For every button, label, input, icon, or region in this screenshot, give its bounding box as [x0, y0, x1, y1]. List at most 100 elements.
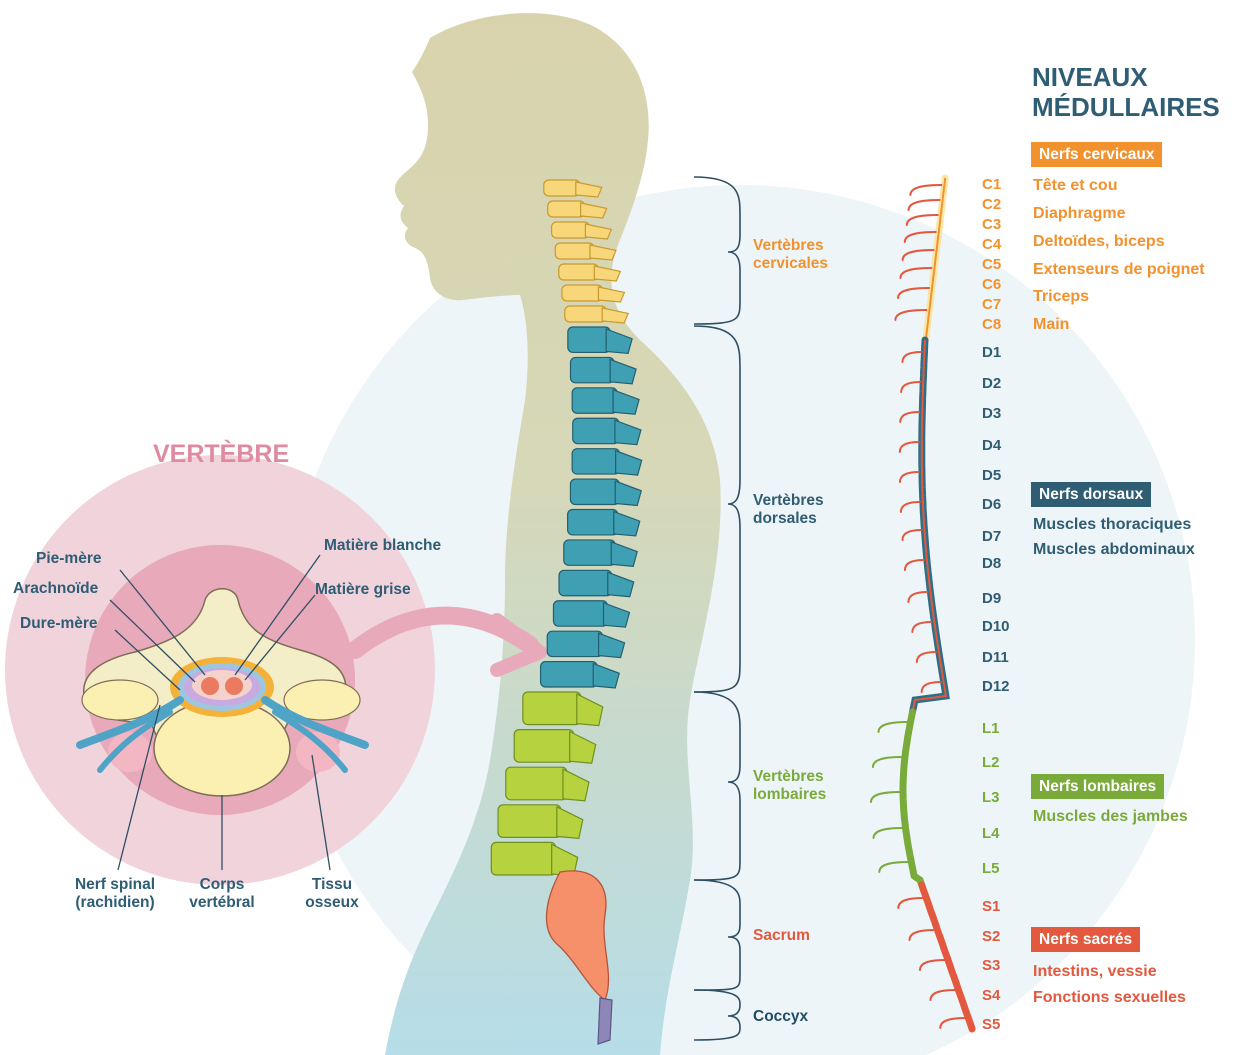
levels-title: NIVEAUX MÉDULLAIRES	[1032, 62, 1220, 122]
cervical-vertebra	[562, 285, 603, 301]
level-dorsal-3: D3	[982, 405, 1001, 422]
dorsal-vertebra	[541, 662, 598, 687]
cervical-vertebra	[565, 306, 606, 322]
nerve-root	[910, 185, 941, 195]
segment-dorsal-line1: Vertèbres	[753, 492, 824, 510]
dorsal-vertebra	[568, 510, 618, 535]
header-sacral: Nerfs sacrés	[1031, 927, 1140, 952]
dorsal-vertebra	[553, 601, 607, 626]
spinal-nerve-line2: (rachidien)	[60, 894, 170, 912]
dorsal-vertebra	[547, 631, 602, 656]
vertebra-title: VERTÈBRE	[153, 440, 289, 469]
coccyx-bone	[598, 998, 612, 1044]
bone-tissue-line2: osseux	[297, 894, 367, 912]
segment-cervical-line2: cervicales	[753, 255, 828, 273]
level-dorsal-2: D2	[982, 375, 1001, 392]
lumbar-vertebra	[523, 692, 581, 725]
dorsal-vertebra	[571, 357, 615, 382]
label-bone-tissue: Tissu osseux	[297, 876, 367, 912]
segment-lumbar-line1: Vertèbres	[753, 768, 826, 786]
dorsal-vertebra	[568, 327, 610, 352]
level-sacral-3: S3	[982, 957, 1000, 974]
function-cervical-1: Tête et cou	[1033, 176, 1117, 195]
lumbar-vertebra	[514, 730, 574, 763]
dorsal-vertebra	[572, 449, 620, 474]
levels-title-line1: NIVEAUX	[1032, 62, 1220, 92]
level-dorsal-1: D1	[982, 344, 1001, 361]
function-sacral-1: Intestins, vessie	[1033, 962, 1157, 981]
lumbar-vertebra	[498, 805, 561, 838]
header-dorsal: Nerfs dorsaux	[1031, 482, 1151, 507]
lumbar-vertebra	[506, 767, 567, 800]
level-cervical-7: C7	[982, 296, 1001, 313]
cervical-vertebra	[555, 243, 594, 259]
level-lumbar-1: L1	[982, 720, 1000, 737]
level-lumbar-3: L3	[982, 789, 1000, 806]
header-cervical: Nerfs cervicaux	[1031, 142, 1162, 167]
function-cervical-2: Diaphragme	[1033, 204, 1125, 223]
level-dorsal-11: D11	[982, 649, 1009, 666]
levels-title-line2: MÉDULLAIRES	[1032, 92, 1220, 122]
function-dorsal-1: Muscles thoraciques	[1033, 515, 1191, 534]
cervical-vertebra	[544, 180, 580, 196]
nerve-root	[909, 200, 940, 210]
level-cervical-5: C5	[982, 256, 1001, 273]
cervical-vertebra	[559, 264, 599, 280]
dorsal-vertebra	[573, 418, 619, 443]
dorsal-vertebra	[559, 570, 612, 595]
level-cervical-8: C8	[982, 316, 1001, 333]
cervical-vertebra	[552, 222, 590, 238]
level-sacral-2: S2	[982, 928, 1000, 945]
level-cervical-4: C4	[982, 236, 1001, 253]
level-cervical-6: C6	[982, 276, 1001, 293]
function-lumbar-1: Muscles des jambes	[1033, 807, 1188, 826]
label-spinal-nerve: Nerf spinal (rachidien)	[60, 876, 170, 912]
level-cervical-2: C2	[982, 196, 1001, 213]
segment-lumbar: Vertèbres lombaires	[753, 768, 826, 804]
level-dorsal-12: D12	[982, 678, 1010, 695]
level-lumbar-2: L2	[982, 754, 1000, 771]
level-dorsal-4: D4	[982, 437, 1001, 454]
level-sacral-4: S4	[982, 987, 1000, 1004]
label-grey-matter: Matière grise	[315, 581, 411, 599]
level-dorsal-10: D10	[982, 618, 1010, 635]
label-pia-mater: Pie-mère	[36, 550, 101, 568]
level-dorsal-5: D5	[982, 467, 1001, 484]
segment-coccyx: Coccyx	[753, 1008, 808, 1026]
segment-dorsal-line2: dorsales	[753, 510, 824, 528]
dorsal-vertebra	[564, 540, 615, 565]
level-cervical-1: C1	[982, 176, 1001, 193]
dorsal-vertebra	[572, 388, 617, 413]
header-lumbar: Nerfs lombaires	[1031, 774, 1164, 799]
level-sacral-5: S5	[982, 1016, 1000, 1033]
function-sacral-2: Fonctions sexuelles	[1033, 988, 1186, 1007]
dorsal-vertebra	[570, 479, 619, 504]
function-cervical-3: Deltoïdes, biceps	[1033, 232, 1165, 251]
bone-tissue-line1: Tissu	[297, 876, 367, 894]
segment-cervical-line1: Vertèbres	[753, 237, 828, 255]
segment-dorsal: Vertèbres dorsales	[753, 492, 824, 528]
function-cervical-6: Main	[1033, 315, 1069, 334]
level-dorsal-6: D6	[982, 496, 1001, 513]
level-lumbar-5: L5	[982, 860, 1000, 877]
vertebral-body-line1: Corps	[172, 876, 272, 894]
label-dura-mater: Dure-mère	[20, 615, 98, 633]
function-cervical-5: Triceps	[1033, 287, 1089, 306]
segment-cervical: Vertèbres cervicales	[753, 237, 828, 273]
level-lumbar-4: L4	[982, 825, 1000, 842]
segment-lumbar-line2: lombaires	[753, 786, 826, 804]
spinal-nerve-line1: Nerf spinal	[60, 876, 170, 894]
segment-sacrum: Sacrum	[753, 927, 810, 945]
vertebral-body-line2: vertébral	[172, 894, 272, 912]
label-arachnoid: Arachnoïde	[13, 580, 98, 598]
level-dorsal-7: D7	[982, 528, 1001, 545]
level-dorsal-8: D8	[982, 555, 1001, 572]
function-dorsal-2: Muscles abdominaux	[1033, 540, 1195, 559]
level-dorsal-9: D9	[982, 590, 1001, 607]
level-cervical-3: C3	[982, 216, 1001, 233]
label-vertebral-body: Corps vertébral	[172, 876, 272, 912]
function-cervical-4: Extenseurs de poignet	[1033, 260, 1205, 279]
lumbar-vertebra	[491, 842, 555, 875]
cervical-vertebra	[548, 201, 585, 217]
